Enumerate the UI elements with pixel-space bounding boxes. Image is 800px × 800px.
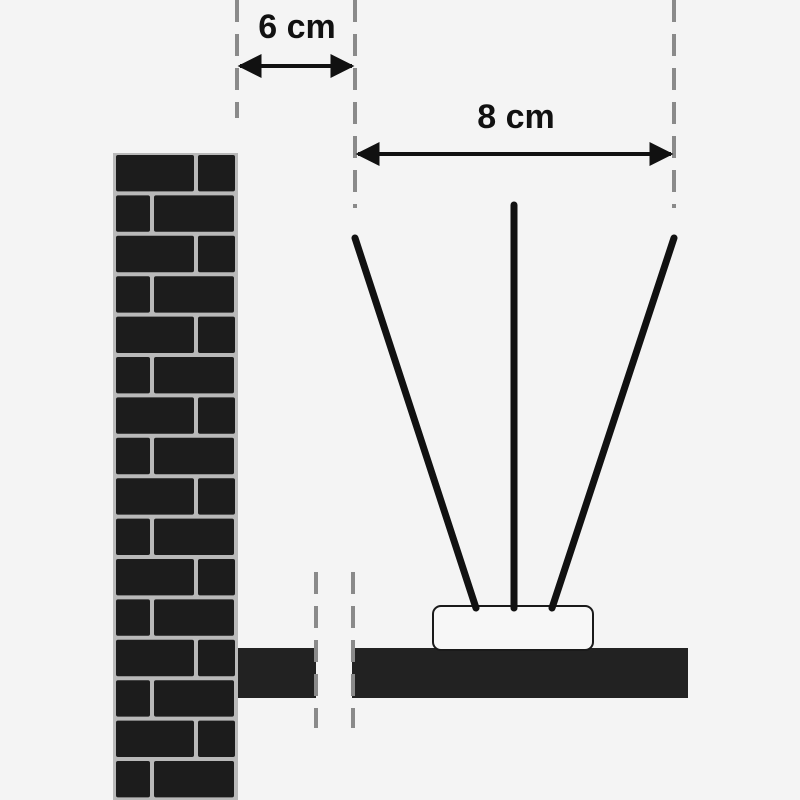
brick xyxy=(198,235,235,273)
brick xyxy=(154,518,234,555)
brick-wall xyxy=(113,153,238,800)
brick xyxy=(116,599,150,636)
spike-right xyxy=(548,234,678,612)
wall-gap-label: 6 cm xyxy=(258,8,336,46)
brick xyxy=(198,559,235,596)
brick xyxy=(116,720,194,757)
spike-left xyxy=(351,234,480,612)
brick xyxy=(116,478,194,515)
spike-span-label: 8 cm xyxy=(477,98,555,136)
brick xyxy=(198,720,235,757)
brick xyxy=(116,559,194,596)
brick xyxy=(116,316,194,353)
brick xyxy=(154,195,234,232)
brick xyxy=(116,155,194,192)
brick xyxy=(154,761,234,798)
brick xyxy=(198,316,235,353)
brick xyxy=(116,276,150,313)
brick xyxy=(116,397,194,434)
brick xyxy=(116,357,150,394)
brick xyxy=(198,155,235,192)
brick xyxy=(116,437,150,475)
ledge-right-segment xyxy=(352,648,688,698)
brick xyxy=(198,478,235,515)
spike-base xyxy=(432,605,594,651)
brick xyxy=(116,235,194,273)
brick xyxy=(116,639,194,677)
brick xyxy=(154,357,234,394)
brick xyxy=(154,680,234,717)
brick xyxy=(154,276,234,313)
brick xyxy=(154,599,234,636)
brick xyxy=(198,397,235,434)
brick xyxy=(116,518,150,555)
brick xyxy=(116,680,150,717)
ledge-left-segment xyxy=(238,648,316,698)
brick xyxy=(154,437,234,475)
brick xyxy=(198,639,235,677)
brick xyxy=(116,195,150,232)
brick xyxy=(116,761,150,798)
